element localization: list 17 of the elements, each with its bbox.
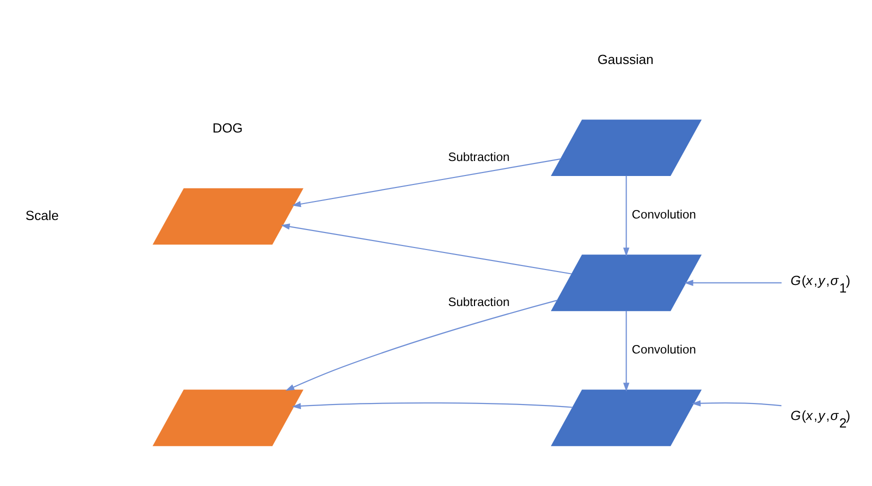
arrow [292,158,561,208]
arrow [623,310,630,392]
arrow [684,280,782,286]
label: Scale [26,208,59,223]
arrow [692,400,782,406]
arrow [623,176,630,257]
edge-label: Convolution [632,207,696,222]
arrow [292,402,573,410]
label: DOG [212,120,243,136]
node-parallelogram [550,254,702,312]
edge-label: Subtraction [448,294,510,309]
edge-label: Convolution [632,342,696,356]
label: Gaussian [597,52,654,67]
arrow [280,224,572,274]
arrow [286,300,558,391]
edge-label: Subtraction [448,150,510,164]
node-parallelogram [550,120,702,176]
